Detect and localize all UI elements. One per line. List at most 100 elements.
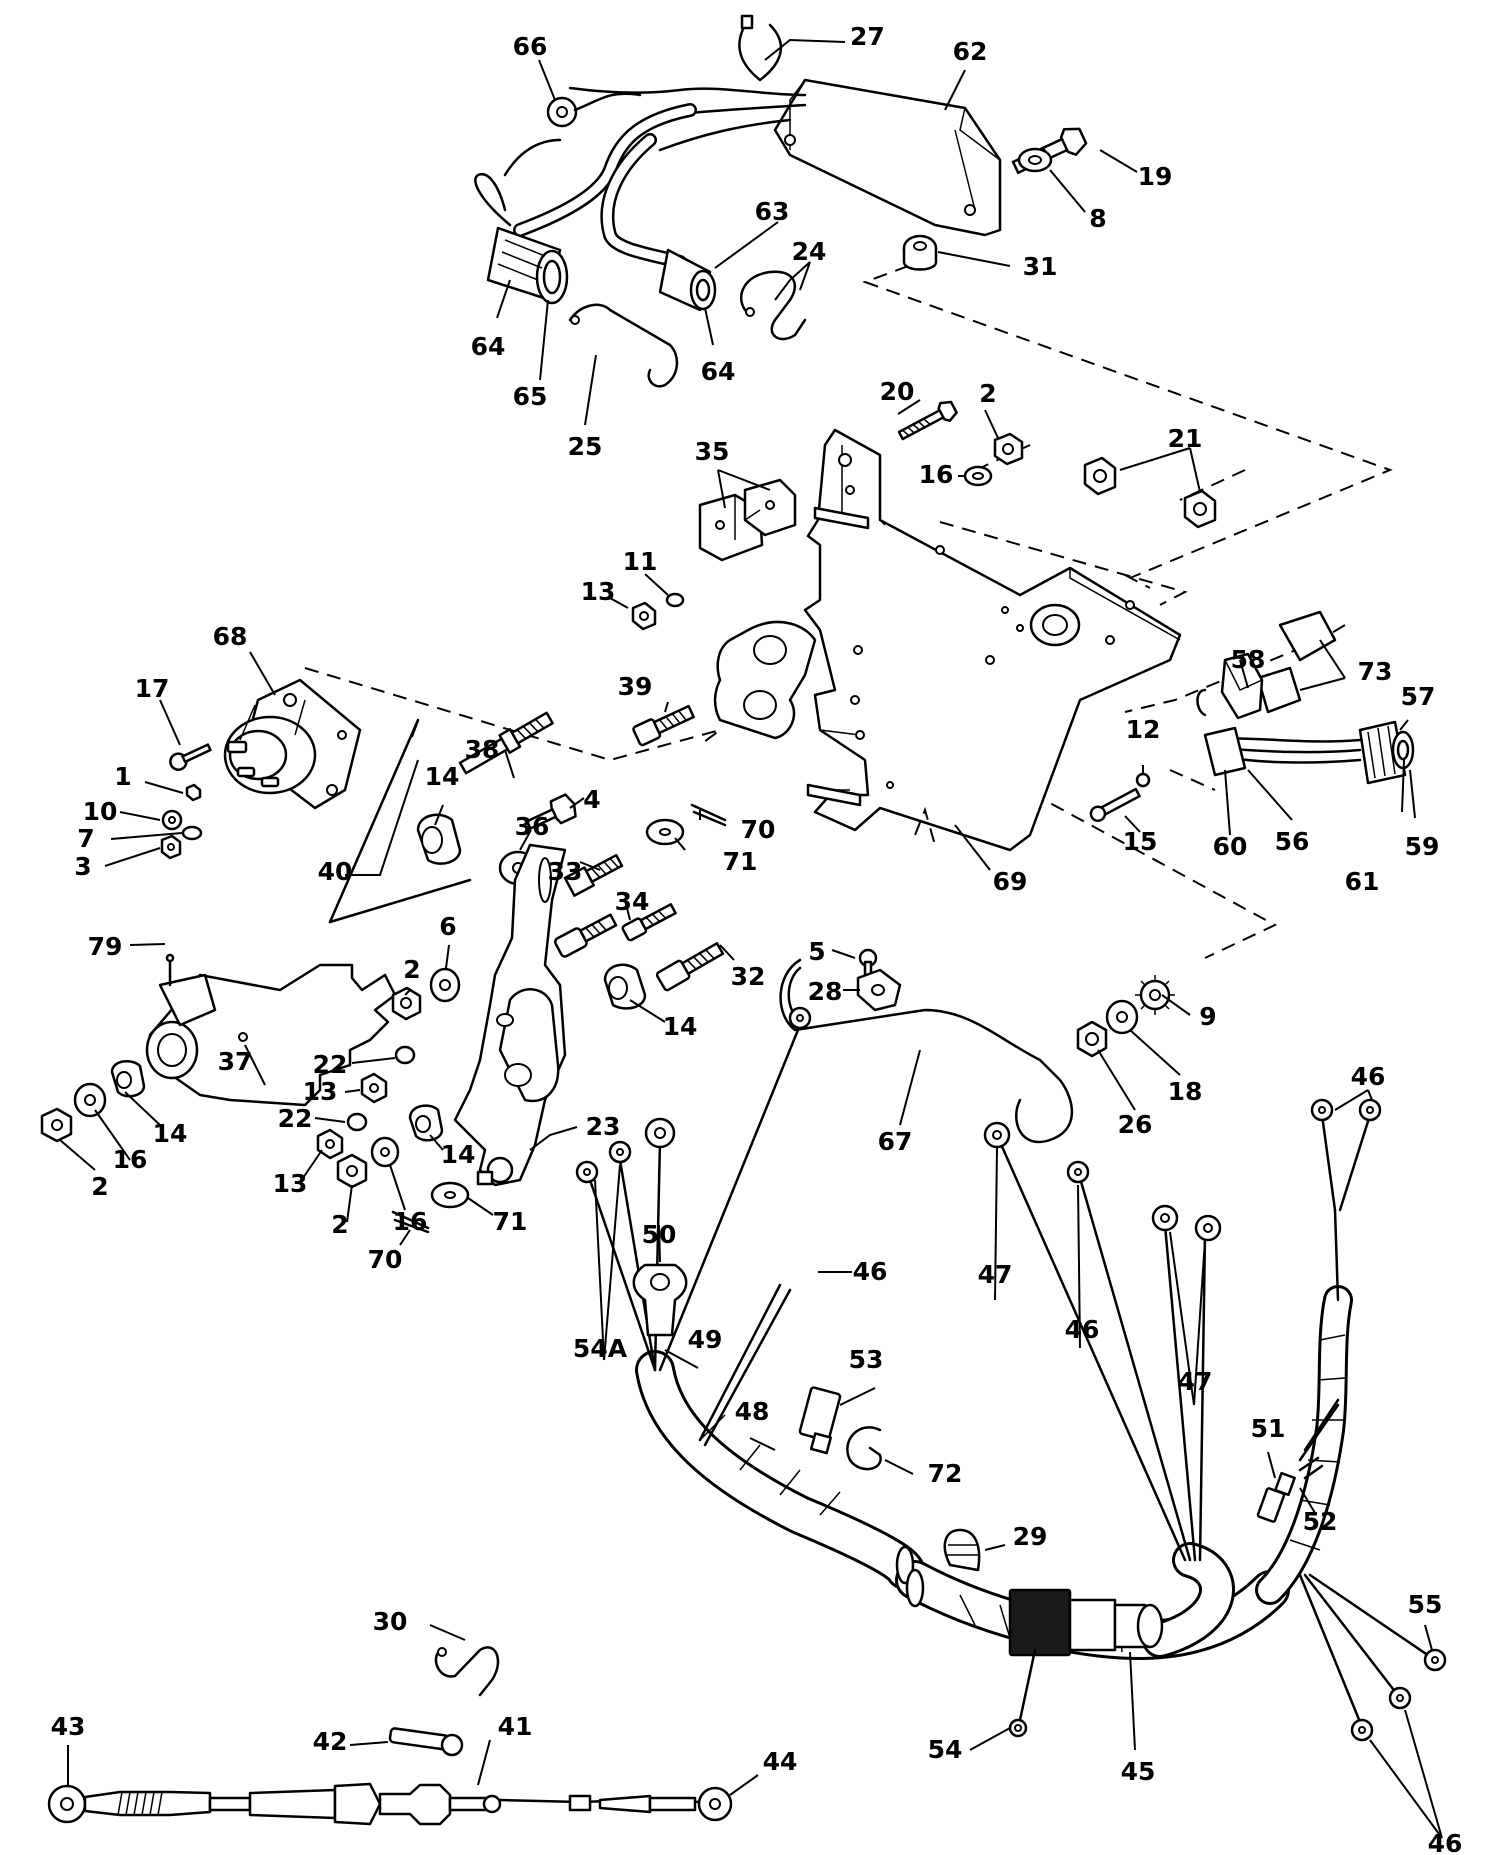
callout-label: 68 bbox=[213, 622, 248, 651]
stud-39 bbox=[632, 704, 695, 747]
callout-label: 18 bbox=[1168, 1077, 1203, 1106]
terminal-50 bbox=[632, 1263, 688, 1337]
callout-label: 3 bbox=[74, 852, 91, 881]
wire-clip-27 bbox=[738, 18, 782, 82]
callout-label: 71 bbox=[493, 1207, 528, 1236]
callout-label: 36 bbox=[515, 812, 550, 841]
callout-label: 32 bbox=[731, 962, 766, 991]
callout-label: 5 bbox=[808, 937, 825, 966]
leader-lines bbox=[59, 38, 1443, 1839]
callout-label: 24 bbox=[792, 237, 827, 266]
callout-label: 27 bbox=[850, 22, 885, 51]
bushing-14b bbox=[603, 963, 647, 1010]
wire-clip-24 bbox=[739, 270, 807, 341]
callout-label: 46 bbox=[1065, 1315, 1100, 1344]
cover-73a bbox=[1278, 610, 1337, 662]
callout-label: 59 bbox=[1405, 832, 1440, 861]
callout-label: 70 bbox=[368, 1245, 403, 1274]
screw-17 bbox=[169, 743, 212, 771]
callout-label: 57 bbox=[1401, 682, 1436, 711]
callout-label: 9 bbox=[1199, 1002, 1216, 1031]
solenoid-68 bbox=[169, 678, 362, 810]
callout-label: 38 bbox=[465, 735, 500, 764]
callout-label: 40 bbox=[318, 857, 353, 886]
callout-label: 72 bbox=[928, 1459, 963, 1488]
bolt-19 bbox=[1011, 127, 1088, 175]
callout-label: 41 bbox=[498, 1712, 533, 1741]
callout-label: 16 bbox=[393, 1207, 428, 1236]
stud-33 bbox=[563, 853, 624, 897]
connector-65 bbox=[486, 226, 569, 305]
wire-clip-25 bbox=[568, 303, 679, 388]
callout-label: 70 bbox=[741, 815, 776, 844]
callout-label: 43 bbox=[51, 1712, 86, 1741]
hardware-upper bbox=[631, 400, 1217, 823]
washer-12 bbox=[1135, 772, 1151, 788]
callout-label: 46 bbox=[853, 1257, 888, 1286]
callout-label: 28 bbox=[808, 977, 843, 1006]
harness-connector bbox=[1008, 1588, 1164, 1657]
callout-labels: 66 27 62 19 8 63 24 31 64 65 64 25 20 2 … bbox=[51, 22, 1463, 1855]
screw-4 bbox=[525, 793, 577, 830]
callout-label: 11 bbox=[623, 547, 658, 576]
callout-label: 25 bbox=[568, 432, 603, 461]
callout-label: 26 bbox=[1118, 1110, 1153, 1139]
bushing-14d bbox=[408, 1104, 444, 1142]
callout-label: 2 bbox=[403, 955, 420, 984]
callout-label: 56 bbox=[1275, 827, 1310, 856]
connector-57 bbox=[1358, 720, 1415, 785]
callout-label: 61 bbox=[1345, 867, 1380, 896]
callout-label: 60 bbox=[1213, 832, 1248, 861]
cover-73b bbox=[1256, 666, 1302, 714]
callout-label: 15 bbox=[1123, 827, 1158, 856]
sleeve-29 bbox=[943, 1528, 981, 1572]
rod-67 bbox=[779, 958, 1074, 1144]
star-washer-9 bbox=[1135, 975, 1175, 1015]
callout-label: 65 bbox=[513, 382, 548, 411]
callout-label: 20 bbox=[880, 377, 915, 406]
power-pack-assembly bbox=[474, 14, 1088, 388]
callout-label: 16 bbox=[113, 1145, 148, 1174]
cable-41 bbox=[47, 1646, 733, 1826]
connector-63 bbox=[658, 248, 717, 312]
callout-label: 29 bbox=[1013, 1522, 1048, 1551]
callout-label: 63 bbox=[755, 197, 790, 226]
callout-label: 39 bbox=[618, 672, 653, 701]
callout-label: 14 bbox=[663, 1012, 698, 1041]
callout-label: 71 bbox=[723, 847, 758, 876]
callout-label: 21 bbox=[1168, 424, 1203, 453]
callout-label: 47 bbox=[978, 1260, 1013, 1289]
callout-label: 30 bbox=[373, 1607, 408, 1636]
callout-label: 79 bbox=[88, 932, 123, 961]
callout-label: 58 bbox=[1231, 645, 1266, 674]
callout-label: 45 bbox=[1121, 1757, 1156, 1786]
bushing-14a bbox=[416, 813, 462, 865]
screw-5 bbox=[858, 948, 878, 984]
callout-label: 4 bbox=[583, 785, 600, 814]
assembly-guide-lines bbox=[304, 257, 1393, 959]
rod-40 bbox=[328, 718, 472, 924]
callout-label: 12 bbox=[1126, 715, 1161, 744]
callout-label: 19 bbox=[1138, 162, 1173, 191]
callout-label: 2 bbox=[979, 379, 996, 408]
callout-label: 6 bbox=[439, 912, 456, 941]
callout-label: 51 bbox=[1251, 1414, 1286, 1443]
callout-label: 35 bbox=[695, 437, 730, 466]
callout-label: 34 bbox=[615, 887, 650, 916]
callout-label: 69 bbox=[993, 867, 1028, 896]
bushing-14c bbox=[110, 1059, 146, 1098]
callout-label: 14 bbox=[153, 1119, 188, 1148]
stud-32 bbox=[655, 942, 725, 992]
callout-label: 22 bbox=[278, 1104, 313, 1133]
callout-label: 67 bbox=[878, 1127, 913, 1156]
callout-label: 8 bbox=[1089, 204, 1106, 233]
clip-72 bbox=[846, 1426, 882, 1471]
callout-label: 16 bbox=[919, 460, 954, 489]
bracket-37 bbox=[145, 953, 397, 1107]
clamp-35 bbox=[698, 478, 797, 562]
callout-label: 52 bbox=[1303, 1507, 1338, 1536]
callout-label: 2 bbox=[91, 1172, 108, 1201]
callout-label: 66 bbox=[513, 32, 548, 61]
callout-label: 31 bbox=[1023, 252, 1058, 281]
